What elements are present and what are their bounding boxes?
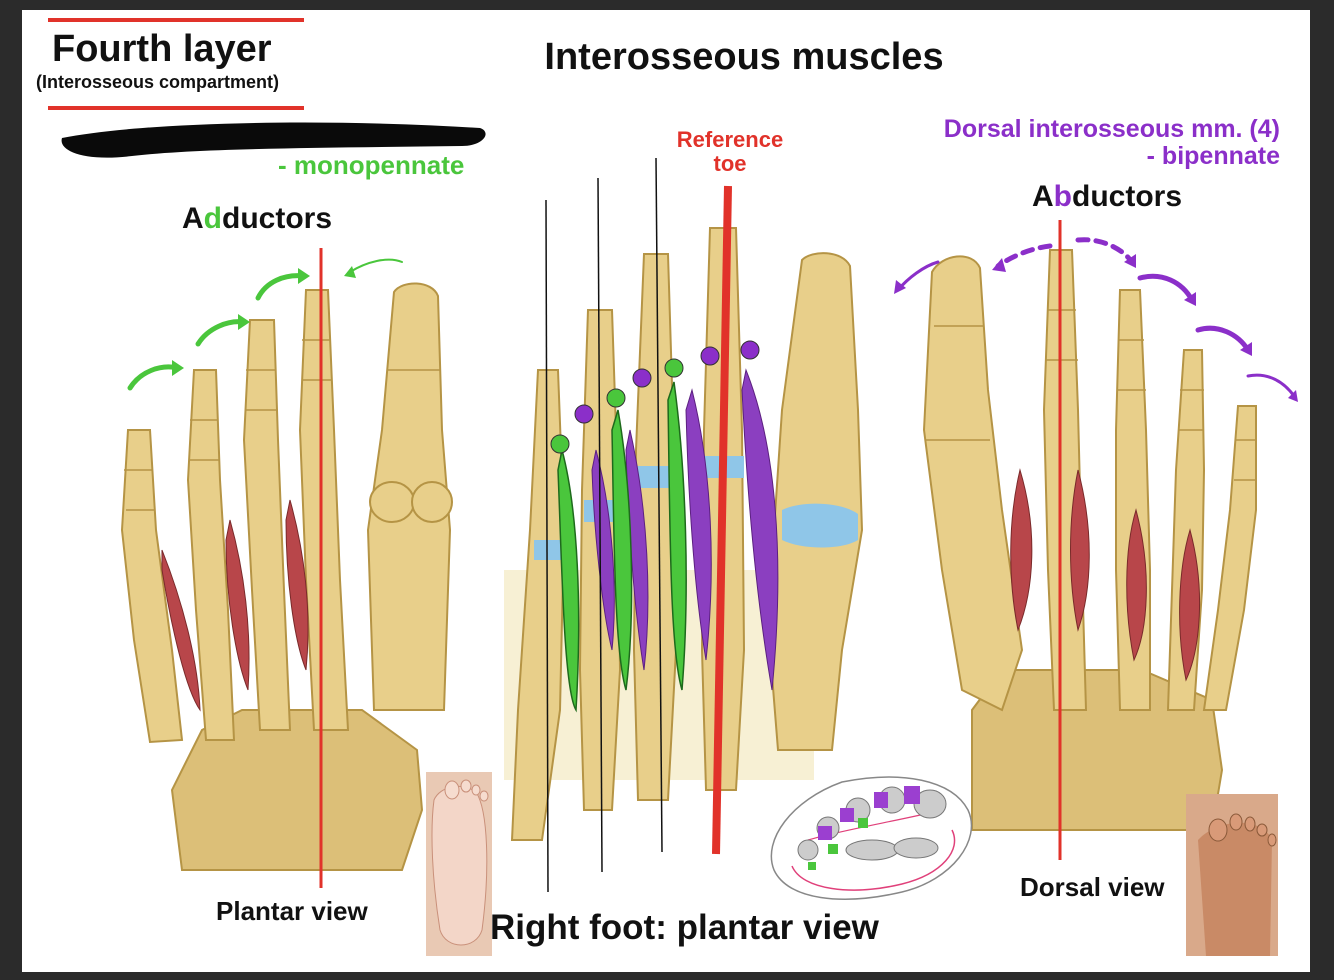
layer-title: Fourth layer [52, 28, 272, 70]
redaction-scribble [61, 122, 486, 158]
slide: Fourth layer (Interosseous compartment) … [22, 10, 1310, 972]
abductors-highlight: b [1053, 180, 1072, 213]
left-foot-illustration [120, 248, 453, 888]
dorsal-label-line1: Dorsal interosseous mm. (4) [943, 115, 1280, 143]
main-title: Interosseous muscles [544, 36, 944, 78]
reference-line1: Reference [676, 127, 784, 152]
dorsal-view-caption: Dorsal view [1020, 872, 1165, 902]
abductors-pre: A [1032, 180, 1054, 213]
center-foot-illustration [504, 157, 864, 893]
adductors-label: Adductors [182, 202, 332, 236]
monopennate-label: - monopennate [278, 150, 465, 180]
dorsal-foot-photo [1186, 794, 1278, 956]
reference-line2: toe [713, 151, 747, 176]
sole-photo [426, 772, 492, 956]
header-rule-top [48, 18, 304, 22]
diagram-canvas [61, 122, 1298, 956]
dorsal-label-line2: - bipennate [1146, 142, 1280, 170]
right-foot-illustration [894, 220, 1298, 860]
header-rule-bottom [48, 106, 304, 110]
cross-section-diagram [770, 776, 973, 900]
adductors-highlight: d [203, 202, 222, 235]
dorsal-interosseous-label: Dorsal interosseous mm. (4) - bipennate [882, 116, 1280, 170]
plantar-view-caption: Plantar view [216, 896, 368, 926]
abductors-post: ductors [1072, 180, 1183, 213]
reference-toe-label: Reference toe [654, 128, 806, 176]
abductors-label: Abductors [1032, 180, 1182, 214]
adductors-post: ductors [222, 202, 333, 235]
layer-subtitle: (Interosseous compartment) [36, 72, 280, 92]
adductors-pre: A [182, 202, 204, 235]
right-foot-caption: Right foot: plantar view [490, 908, 879, 947]
